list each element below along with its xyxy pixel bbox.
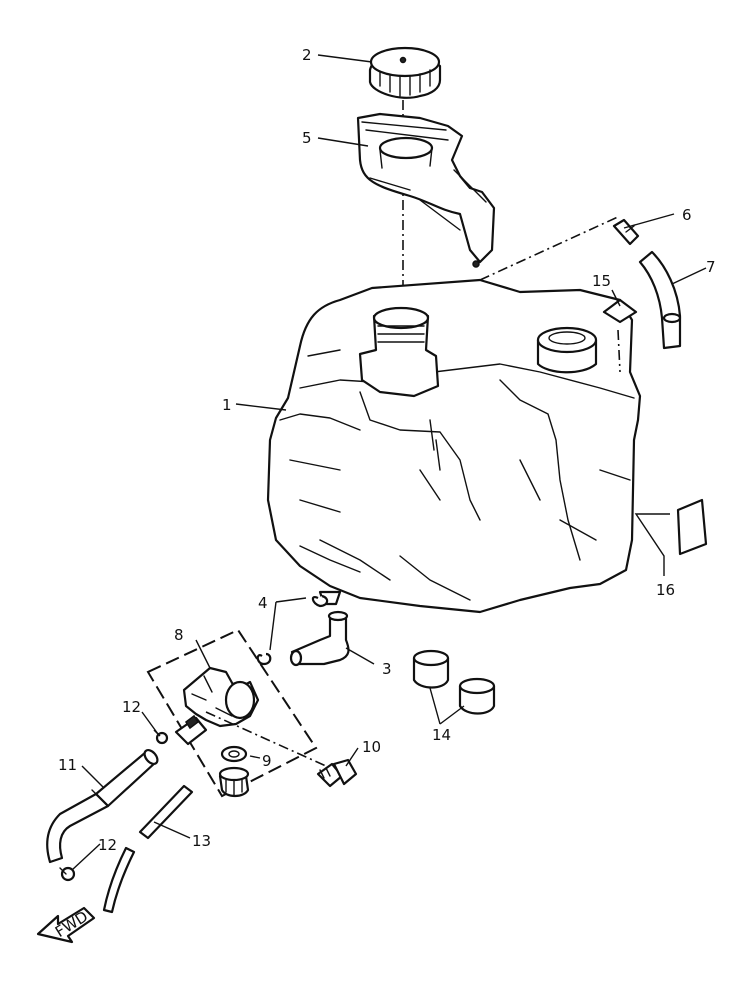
breather-hose-part-7 [638,250,682,350]
callout-12-lower: 12 [98,836,117,854]
centerline-bolt [205,711,327,767]
callout-6: 6 [682,206,692,224]
breather-fitting-part-6 [612,218,640,246]
callout-11: 11 [58,756,77,774]
callout-7: 7 [706,258,716,276]
elbow-hose-part-3 [289,610,350,667]
forward-direction-arrow: FWD [36,906,96,944]
fuel-pipe-part-13 [102,784,194,914]
clip-part-12-lower [59,866,76,882]
fuel-hose-part-11 [46,748,159,864]
leader-lines [71,54,707,871]
centerline-neck-mount [479,215,621,281]
fuel-cap-part-2 [368,46,442,99]
damper-part-14 [412,649,496,715]
callout-8: 8 [174,626,184,644]
callout-14: 14 [432,726,451,744]
callout-16: 16 [656,581,675,599]
filler-neck-part-5 [356,112,496,268]
callout-5: 5 [302,129,312,147]
callout-2: 2 [302,46,312,64]
pad-part-15 [602,298,638,324]
bolt-part-10 [316,758,358,788]
filter-bowl [218,766,250,798]
callout-1: 1 [222,396,232,414]
fuel-cock-group-box [146,628,318,798]
callout-3: 3 [382,660,392,678]
callout-13: 13 [192,832,211,850]
clamp-part-4 [256,594,329,666]
callout-4: 4 [258,594,268,612]
callout-labels: 2 5 1 6 7 15 16 4 3 8 14 12 9 10 11 13 1… [58,46,716,854]
label-plate-part-16 [676,498,708,556]
callout-9: 9 [262,752,272,770]
callout-12-upper: 12 [122,698,141,716]
washer-part-9 [220,745,248,763]
callout-15: 15 [592,272,611,290]
fuel-tank-part-1 [266,278,642,614]
centerline-breather [617,329,621,373]
fuel-cock-part-8 [174,666,260,746]
callout-10: 10 [362,738,381,756]
